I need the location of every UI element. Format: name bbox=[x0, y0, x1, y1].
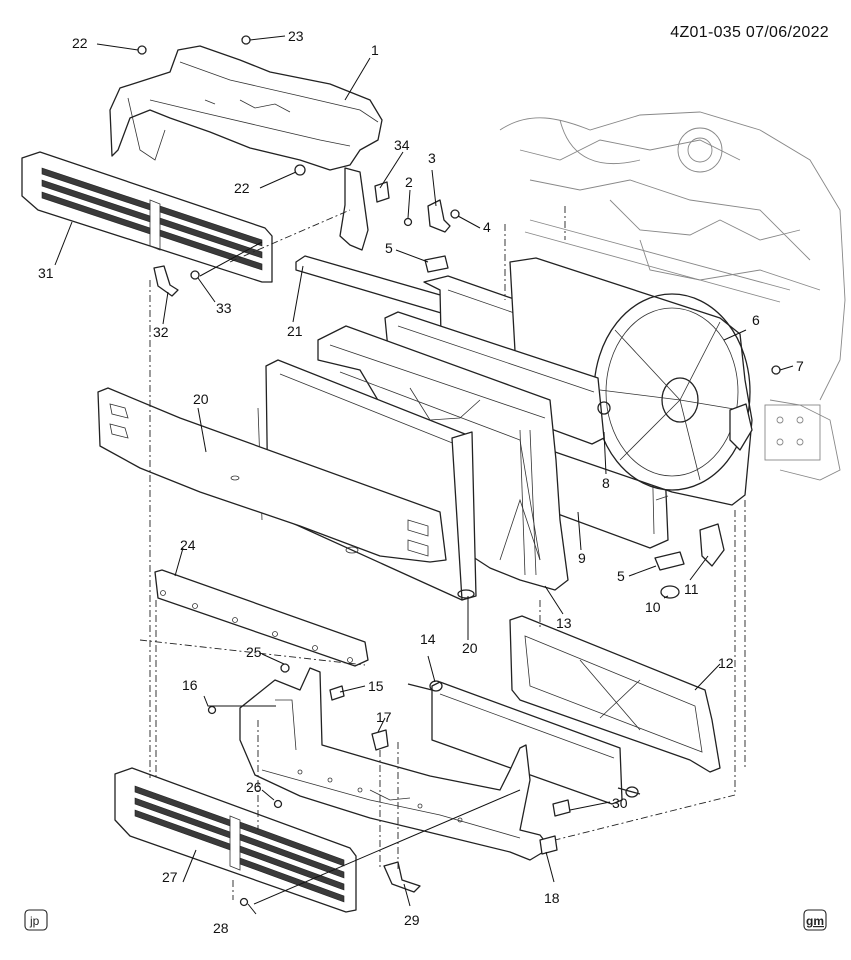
callout-18: 18 bbox=[544, 890, 560, 906]
small-hardware bbox=[137, 35, 781, 907]
callout-5-bottom: 5 bbox=[617, 568, 625, 584]
callout-6: 6 bbox=[752, 312, 760, 328]
badge-jp-text: jp bbox=[29, 914, 40, 928]
callout-23: 23 bbox=[288, 28, 304, 44]
callout-19: 20 bbox=[462, 640, 478, 656]
callout-2: 2 bbox=[405, 174, 413, 190]
callout-13: 13 bbox=[556, 615, 572, 631]
lower-support-bracket bbox=[509, 615, 721, 773]
callout-5-top: 5 bbox=[385, 240, 393, 256]
callout-22-mid: 22 bbox=[234, 180, 250, 196]
callout-21: 21 bbox=[287, 323, 303, 339]
lower-deflector-panel bbox=[97, 387, 447, 563]
callout-17: 17 bbox=[376, 709, 392, 725]
callout-28: 28 bbox=[213, 920, 229, 936]
fan-shroud bbox=[509, 257, 753, 506]
engine-bay-background bbox=[499, 111, 846, 481]
lower-grille-shutter bbox=[114, 767, 357, 913]
badge-jp: jp bbox=[24, 909, 48, 931]
callout-12: 12 bbox=[718, 655, 734, 671]
callout-30: 30 bbox=[612, 795, 628, 811]
diagram-code: 4Z01-035 07/06/2022 bbox=[670, 24, 829, 41]
upper-air-baffle bbox=[109, 45, 383, 251]
callout-31: 31 bbox=[38, 265, 54, 281]
callout-11: 11 bbox=[684, 581, 699, 597]
callout-32: 32 bbox=[153, 324, 169, 340]
badge-gm-text: gm bbox=[806, 914, 824, 928]
callout-14: 14 bbox=[420, 631, 436, 647]
callout-3: 3 bbox=[428, 150, 436, 166]
callout-34: 34 bbox=[394, 137, 410, 153]
leader-lines bbox=[54, 35, 794, 915]
callout-labels: 22 23 1 22 34 3 2 4 5 31 33 32 21 6 7 20… bbox=[38, 28, 804, 936]
callout-4: 4 bbox=[483, 219, 491, 235]
upper-grille-shutter bbox=[21, 151, 273, 283]
callout-16: 16 bbox=[182, 677, 198, 693]
oil-cooler bbox=[407, 680, 641, 805]
callout-29: 29 bbox=[404, 912, 420, 928]
callout-22-top: 22 bbox=[72, 35, 88, 51]
callout-20: 20 bbox=[193, 391, 209, 407]
callout-26: 26 bbox=[246, 779, 262, 795]
callout-8: 8 bbox=[602, 475, 610, 491]
callout-24: 24 bbox=[180, 537, 196, 553]
callout-33: 33 bbox=[216, 300, 232, 316]
lower-bracket-strip bbox=[154, 569, 369, 667]
callout-9: 9 bbox=[578, 550, 586, 566]
badge-gm-logo: gm bbox=[803, 909, 827, 931]
callout-10: 10 bbox=[645, 599, 661, 615]
callout-1: 1 bbox=[371, 42, 379, 58]
callout-7: 7 bbox=[796, 358, 804, 374]
lower-air-deflector bbox=[239, 667, 551, 861]
callout-27: 27 bbox=[162, 869, 178, 885]
callout-25: 25 bbox=[246, 644, 262, 660]
callout-15: 15 bbox=[368, 678, 384, 694]
